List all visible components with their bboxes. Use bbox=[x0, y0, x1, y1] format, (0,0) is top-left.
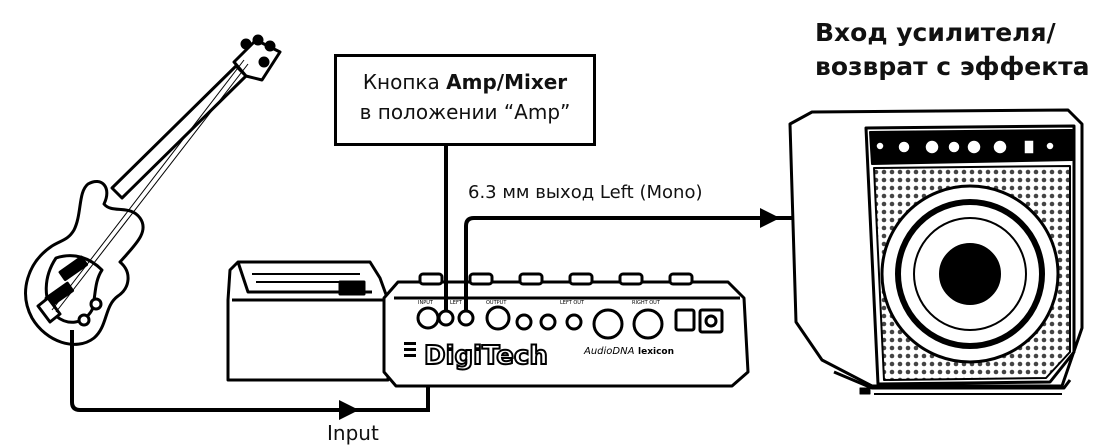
svg-text:INPUT: INPUT bbox=[418, 300, 434, 306]
bass-guitar-icon bbox=[24, 34, 282, 346]
input-label: Input bbox=[327, 421, 379, 445]
svg-text:LEFT: LEFT bbox=[450, 300, 463, 306]
svg-text:OUTPUT: OUTPUT bbox=[486, 300, 507, 306]
callout-line-2: в положении “Amp” bbox=[359, 100, 571, 124]
amplifier-label-line-1: Вход усилителя/ bbox=[815, 18, 1056, 47]
callout-line-1: Кнопка Amp/Mixer bbox=[362, 70, 568, 94]
amplifier-label: Вход усилителя/ возврат с эффекта bbox=[815, 16, 1099, 84]
amplifier-label-line-2: возврат с эффекта bbox=[815, 52, 1090, 81]
brand-logo: DigiTech bbox=[424, 341, 548, 371]
svg-text:LEFT OUT: LEFT OUT bbox=[560, 300, 585, 306]
output-cable-label: 6.3 мм выход Left (Mono) bbox=[468, 182, 702, 203]
amp-mixer-callout: Кнопка Amp/Mixer в положении “Amp” bbox=[334, 54, 596, 146]
amp-mixer-button-name: Amp/Mixer bbox=[446, 70, 568, 94]
svg-text:RIGHT OUT: RIGHT OUT bbox=[632, 300, 661, 306]
amplifier-icon bbox=[788, 108, 1084, 395]
output-cable bbox=[464, 208, 780, 310]
input-jack bbox=[416, 306, 440, 330]
digitech-processor: INPUT LEFT OUTPUT LEFT OUT RIGHT OUT bbox=[226, 260, 750, 388]
input-cable bbox=[70, 330, 359, 420]
lexicon-logo: lexicon bbox=[638, 347, 674, 357]
audiodna-logo: AudioDNA bbox=[583, 346, 635, 357]
